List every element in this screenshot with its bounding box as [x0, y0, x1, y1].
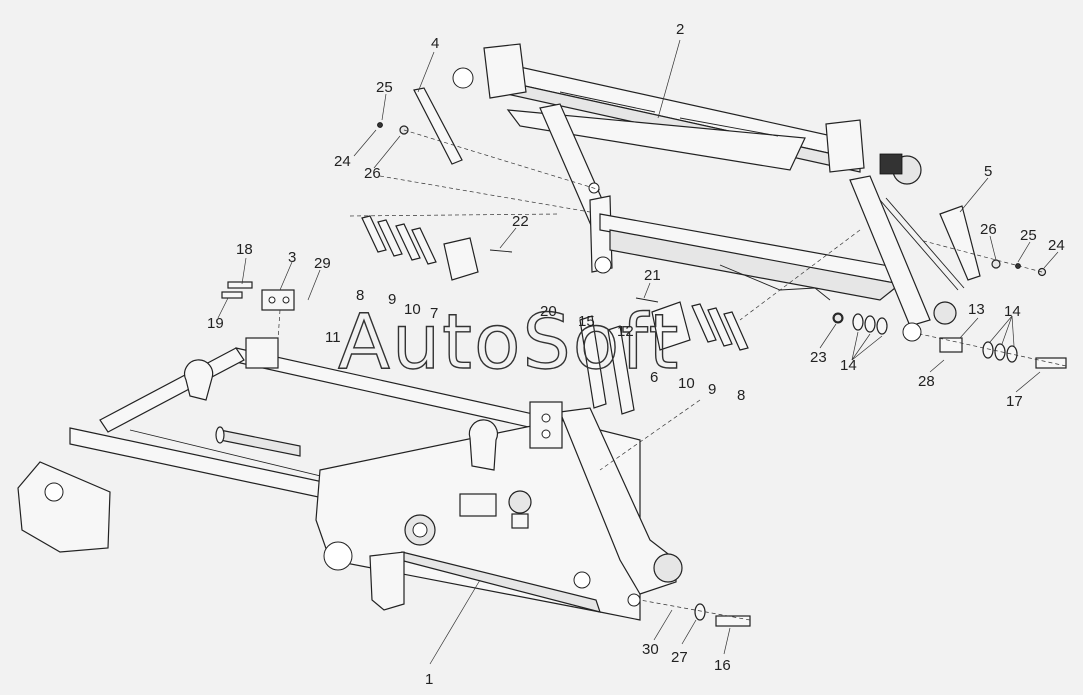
- callout-30: 30: [642, 641, 659, 658]
- callout-27: 27: [671, 649, 688, 666]
- callout-26-left: 26: [364, 165, 381, 182]
- callout-21: 21: [644, 267, 661, 284]
- callout-23: 23: [810, 349, 827, 366]
- callout-5: 5: [984, 163, 992, 180]
- callout-14-right: 14: [1004, 303, 1021, 320]
- callout-22: 22: [512, 213, 529, 230]
- callout-8-left: 8: [356, 287, 364, 304]
- callout-26-right: 26: [980, 221, 997, 238]
- callout-11: 11: [325, 329, 341, 346]
- callout-9-right: 9: [708, 381, 716, 398]
- callout-9-left: 9: [388, 291, 396, 308]
- callout-4: 4: [431, 35, 439, 52]
- watermark-text: AutoSoft: [338, 297, 680, 386]
- callout-25-left: 25: [376, 79, 393, 96]
- leader-lines: [217, 39, 1067, 665]
- callout-7: 7: [430, 305, 438, 322]
- callout-29: 29: [314, 255, 331, 272]
- callout-labels: 1 2 3 4 5 6 7 8 8 9 9 10 10 11 12 13 14 …: [207, 21, 1065, 688]
- callout-8-right: 8: [737, 387, 745, 404]
- callout-14-left: 14: [840, 357, 857, 374]
- callout-10-right: 10: [678, 375, 695, 392]
- upper-frame-part: [452, 43, 965, 342]
- callout-25-right: 25: [1020, 227, 1037, 244]
- callout-24-right: 24: [1048, 237, 1065, 254]
- small-parts: [221, 87, 1067, 627]
- callout-16: 16: [714, 657, 731, 674]
- callout-10-left: 10: [404, 301, 421, 318]
- callout-1: 1: [425, 671, 433, 688]
- callout-19: 19: [207, 315, 224, 332]
- callout-13: 13: [968, 301, 985, 318]
- callout-17: 17: [1006, 393, 1023, 410]
- callout-12: 12: [617, 323, 634, 340]
- callout-18: 18: [236, 241, 253, 258]
- main-frame-part: [17, 337, 683, 621]
- callout-15: 15: [578, 313, 595, 330]
- callout-3: 3: [288, 249, 296, 266]
- callout-20: 20: [540, 303, 557, 320]
- callout-28: 28: [918, 373, 935, 390]
- callout-24-left: 24: [334, 153, 351, 170]
- callout-6: 6: [650, 369, 658, 386]
- callout-2: 2: [676, 21, 684, 38]
